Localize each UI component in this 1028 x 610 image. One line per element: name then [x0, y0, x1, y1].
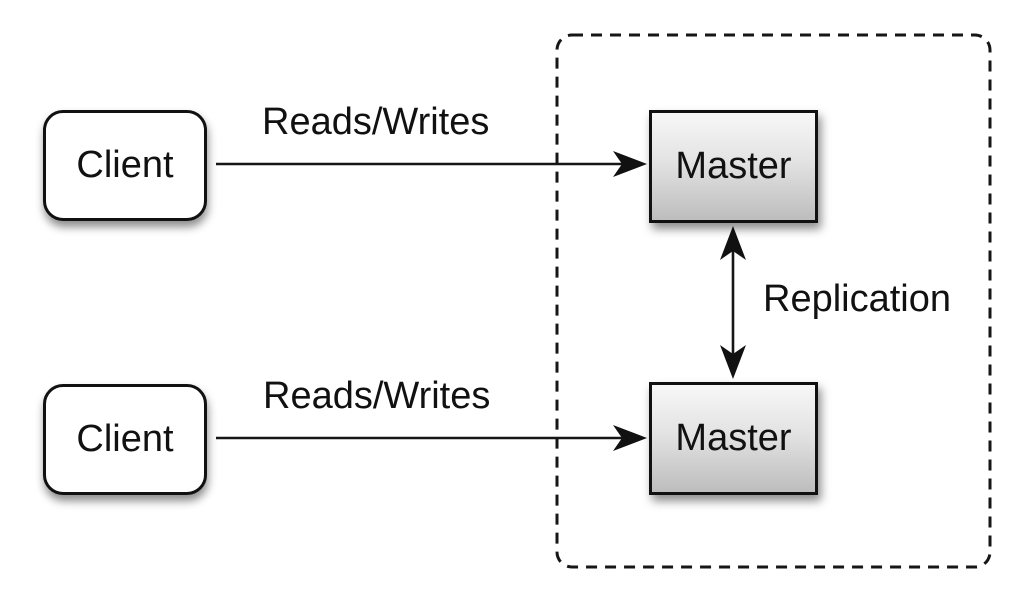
node-label: Master — [675, 417, 792, 459]
node-label: Client — [76, 144, 174, 186]
edge-reads-writes-top — [216, 151, 647, 177]
arrowhead-up-icon — [720, 226, 746, 260]
node-master-top: Master — [649, 110, 818, 223]
node-client-bottom: Client — [43, 384, 207, 495]
edge-label-replication: Replication — [763, 278, 951, 320]
node-label: Master — [675, 145, 792, 187]
edge-label-reads-writes-top: Reads/Writes — [262, 101, 490, 143]
arrowhead-down-icon — [720, 345, 746, 379]
node-label: Client — [76, 418, 174, 460]
edge-replication — [720, 226, 746, 379]
arrowhead-right-icon — [613, 151, 647, 177]
edge-label-reads-writes-bottom: Reads/Writes — [263, 375, 491, 417]
edge-reads-writes-bottom — [216, 425, 647, 451]
arrowhead-right-icon — [613, 425, 647, 451]
node-master-bottom: Master — [649, 382, 818, 495]
node-client-top: Client — [43, 110, 207, 221]
